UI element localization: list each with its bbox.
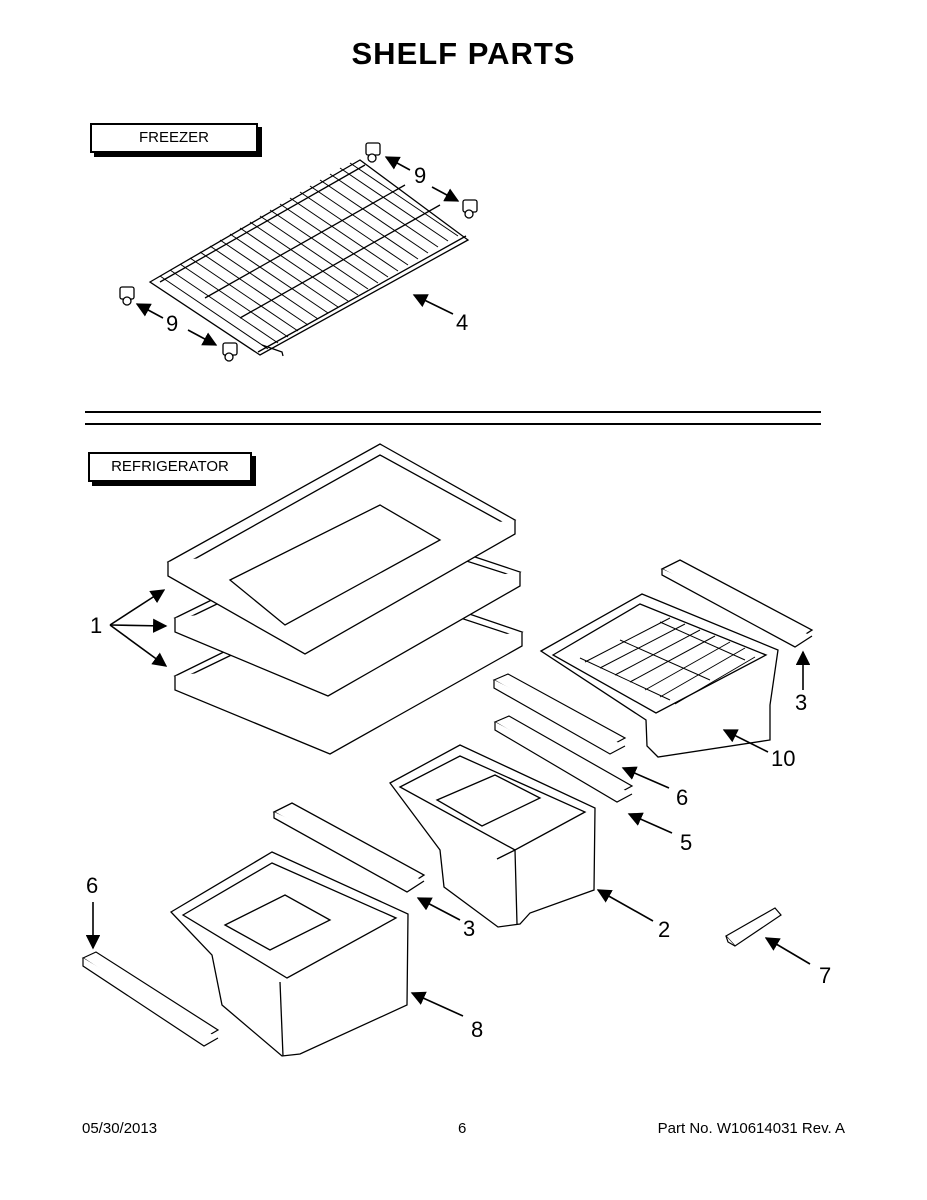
shelf-support-bottom-right — [222, 342, 238, 362]
crisper-bin-2 — [389, 744, 596, 928]
shelf-support-bottom-left — [119, 286, 135, 306]
rail-clip-7 — [725, 907, 782, 947]
section-divider-bottom — [85, 423, 821, 425]
callout-1: 1 — [90, 613, 102, 638]
callout-2: 2 — [658, 917, 670, 942]
glass-shelf-stack — [166, 443, 524, 755]
section-divider-top — [85, 411, 821, 413]
footer-date: 05/30/2013 — [82, 1120, 158, 1137]
footer-page-number: 6 — [458, 1120, 467, 1137]
callout-3-right: 3 — [795, 690, 807, 715]
page-title: SHELF PARTS — [351, 36, 576, 71]
footer-part-number: Part No. W10614031 Rev. A — [657, 1120, 845, 1137]
glass-shelf-top — [166, 443, 517, 655]
drawer-rail-5 — [493, 715, 634, 803]
callout-7: 7 — [819, 963, 831, 988]
refrigerator-section-label: REFRIGERATOR — [88, 452, 252, 482]
callout-9-top: 9 — [414, 163, 426, 188]
crisper-cover-3-bottom — [272, 802, 426, 893]
freezer-wire-shelf — [148, 159, 470, 357]
shelf-support-icon — [119, 142, 478, 362]
drawer-rail-6 — [492, 673, 627, 755]
callout-6-middle: 6 — [676, 785, 688, 810]
shelf-support-top-left — [365, 142, 381, 163]
callout-5: 5 — [680, 830, 692, 855]
crisper-bin-8 — [169, 851, 409, 1057]
drawer-rail-6-left — [81, 951, 220, 1047]
crisper-cover-3-top — [660, 559, 814, 648]
callout-4: 4 — [456, 310, 468, 335]
callout-3-bottom: 3 — [463, 916, 475, 941]
callout-10: 10 — [771, 746, 795, 771]
callout-9-bottom: 9 — [166, 311, 178, 336]
callout-8: 8 — [471, 1017, 483, 1042]
freezer-section-label: FREEZER — [90, 123, 258, 153]
crisper-bin-10 — [539, 593, 779, 758]
callout-6-left: 6 — [86, 873, 98, 898]
shelf-support-top-right — [462, 199, 478, 219]
